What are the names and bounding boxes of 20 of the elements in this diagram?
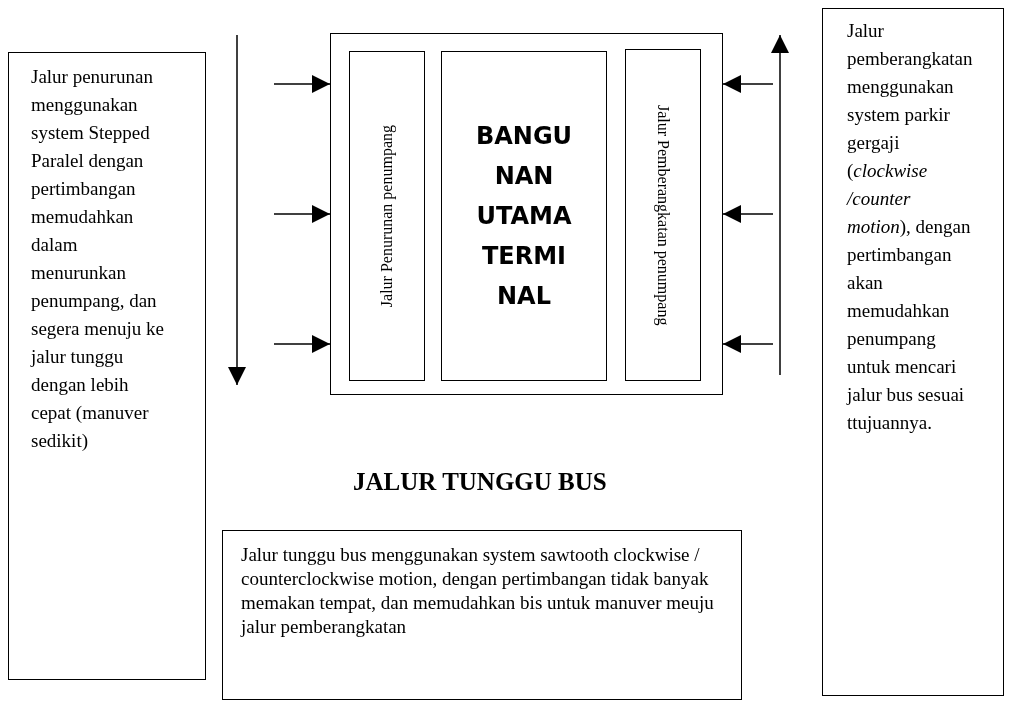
lane-label: Jalur Penurunan penumpang	[378, 124, 396, 308]
arrow	[722, 205, 774, 223]
arrow	[722, 335, 774, 353]
building-label: BANGU NAN UTAMA TERMI NAL	[474, 121, 574, 312]
terminal-frame	[330, 33, 723, 395]
note-box	[8, 52, 206, 680]
note-box	[222, 530, 742, 700]
arrow	[722, 75, 774, 93]
building-box	[441, 51, 607, 381]
arrow	[273, 75, 331, 93]
lane-box	[625, 49, 701, 381]
section-title: JALUR TUNGGU BUS	[353, 468, 607, 496]
description-text: Jalur tunggu bus menggunakan system sawtooth clockwise / counterclockwise motion, dengan pertimbangan tidak banyak memakan tempat, dan memudahkan bis untuk manuver meuju jalur pemberangkatan	[241, 543, 715, 639]
arrow	[273, 335, 331, 353]
description-text: Jalur penurunan menggunakan system Stepped Paralel dengan pertimbangan memudahkan dalam menurunkan penumpang, dan segera menuju ke jalur tunggu dengan lebih cepat (manuver sedikit)	[31, 65, 165, 453]
description-text: Jalur pemberangkatan menggunakan system parkir gergaji (clockwise /counter motion), dengan pertimbangan akan memudahkan penumpang untuk mencari jalur bus sesuai ttujuannya.	[847, 19, 973, 435]
note-box	[822, 8, 1004, 696]
arrow	[273, 205, 331, 223]
lane-box	[349, 51, 425, 381]
lane-label: Jalur Pemberangkatan penumpang	[654, 104, 672, 326]
